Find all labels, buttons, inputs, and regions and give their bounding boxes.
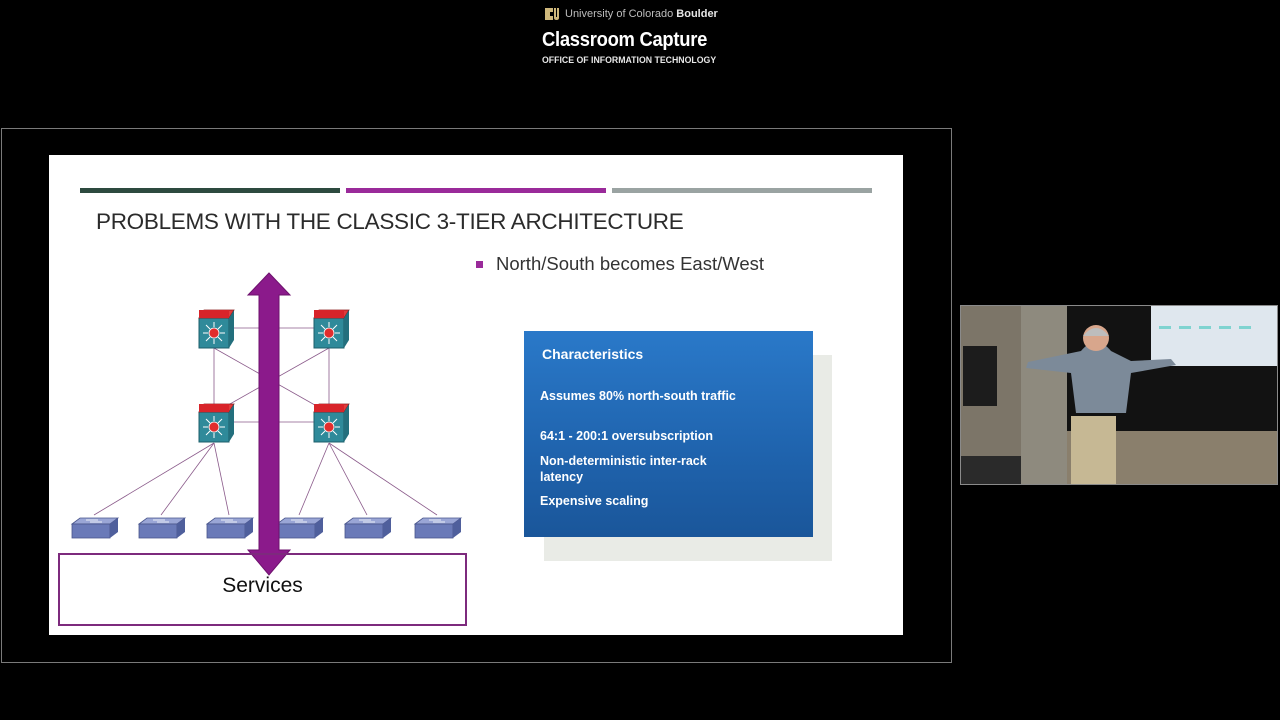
presenter-video-icon [961,306,1277,484]
north-south-arrow-icon [246,272,292,576]
three-tier-network-diagram [71,272,462,576]
access-switch-icon [71,517,119,539]
access-switch-icon [414,517,462,539]
characteristic-item: Assumes 80% north-south traffic [540,389,736,403]
characteristics-box: Characteristics Assumes 80% north-south … [524,331,813,537]
core-router-icon [313,309,350,349]
bullet-north-south: North/South becomes East/West [496,253,765,274]
access-switch-icon [138,517,186,539]
access-switch-icon [206,517,254,539]
core-router-icon [198,309,235,349]
accent-bar-gray [612,188,872,193]
classroom-capture-title: Classroom Capture [542,29,708,51]
characteristics-heading: Characteristics [542,346,644,362]
aggregation-router-icon [313,403,350,443]
bullet-square-icon [476,261,483,268]
office-subtitle: OFFICE OF INFORMATION TECHNOLOGY [542,55,717,66]
classroom-capture-header: University of Colorado Boulder Classroom… [0,0,1280,80]
access-switch-icon [276,517,324,539]
characteristic-item: 64:1 - 200:1 oversubscription [540,429,713,443]
university-name: University of Colorado Boulder [565,8,718,20]
slide: PROBLEMS WITH THE CLASSIC 3-TIER ARCHITE… [49,155,903,635]
presenter-webcam [960,305,1278,485]
cu-logo-icon [545,8,559,20]
aggregation-router-icon [198,403,235,443]
slide-title: PROBLEMS WITH THE CLASSIC 3-TIER ARCHITE… [96,209,684,234]
access-switch-icon [344,517,392,539]
characteristic-item: Non-deterministic inter-rack latency [540,454,707,484]
services-box: Services [58,553,467,626]
services-label: Services [222,574,303,597]
accent-bar-green [80,188,340,193]
accent-bar-purple [346,188,606,193]
characteristic-item: Expensive scaling [540,494,649,508]
